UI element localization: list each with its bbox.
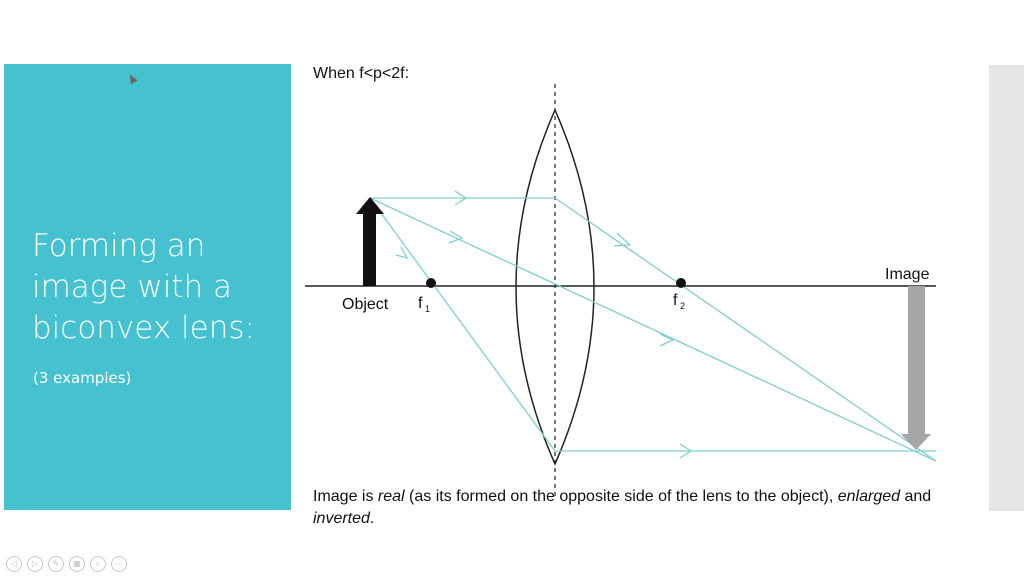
caption-part-2: (as its formed on the opposite side of t… xyxy=(404,488,838,505)
ray-arrow-3 xyxy=(448,230,464,244)
ray-arrow-2 xyxy=(613,232,632,247)
parallel-ray xyxy=(370,197,937,462)
next-icon[interactable]: ▷ xyxy=(27,556,43,572)
focus-1-label: f xyxy=(418,295,423,312)
focus-2-subscript: 2 xyxy=(680,301,685,311)
ray-arrow-6 xyxy=(679,443,693,459)
slides-icon[interactable]: ▦ xyxy=(69,556,85,572)
ray-arrow-5 xyxy=(395,246,409,260)
caption-part-3: and xyxy=(900,488,932,505)
caption-part-1: Image is xyxy=(313,488,378,505)
light-rays xyxy=(369,197,937,462)
title-panel xyxy=(4,64,291,510)
pen-icon[interactable]: ✎ xyxy=(48,556,64,572)
slide-subtitle: (3 examples) xyxy=(33,369,132,387)
focal-point-1 xyxy=(426,278,436,288)
caption-part-4: . xyxy=(369,510,375,527)
image-arrow xyxy=(901,286,931,450)
caption-inverted: inverted xyxy=(313,510,370,527)
scroll-strip xyxy=(989,65,1024,511)
zoom-icon[interactable]: ⌕ xyxy=(90,556,106,572)
focus-1-subscript: 1 xyxy=(425,304,430,314)
caption-enlarged: enlarged xyxy=(837,488,901,505)
slide-title: Forming an image with a biconvex lens: xyxy=(32,228,255,346)
center-ray xyxy=(369,197,937,462)
ray-direction-arrows xyxy=(395,190,693,459)
caption-real: real xyxy=(377,488,405,505)
ray-arrow-4 xyxy=(659,333,675,347)
object-arrow xyxy=(356,197,384,286)
presentation-controls: ◁ ▷ ✎ ▦ ⌕ ⋯ xyxy=(6,556,127,572)
focal-point-2 xyxy=(676,278,686,288)
ray-arrow-1 xyxy=(454,190,468,206)
focus-2-label: f xyxy=(673,292,678,309)
condition-label: When f<p<2f: xyxy=(313,65,410,82)
focal-ray xyxy=(369,197,936,452)
object-label: Object xyxy=(342,296,389,313)
image-label: Image xyxy=(885,266,930,283)
previous-icon[interactable]: ◁ xyxy=(6,556,22,572)
caption-text: Image is real (as its formed on the oppo… xyxy=(313,486,973,530)
more-icon[interactable]: ⋯ xyxy=(111,556,127,572)
biconvex-lens xyxy=(515,108,595,466)
